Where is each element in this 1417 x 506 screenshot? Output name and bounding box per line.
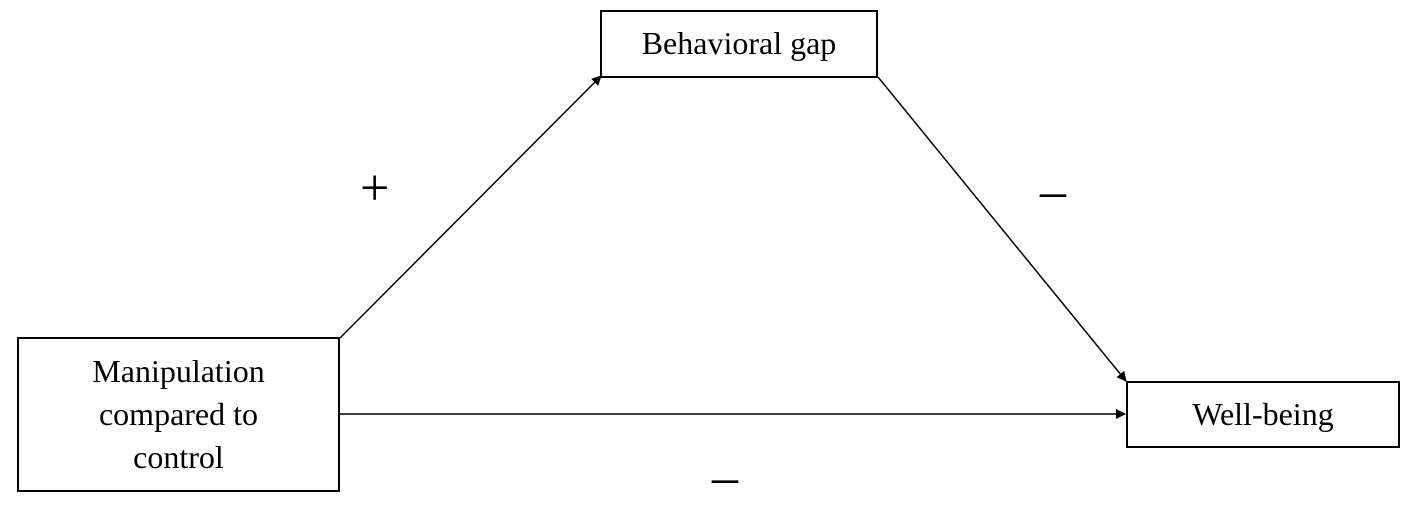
node-manipulation-label: Manipulation compared to control [92,352,265,476]
node-manipulation: Manipulation compared to control [17,337,340,492]
sign-manipulation-to-gap: + [360,160,390,217]
sign-gap-to-wellbeing: – [1040,163,1066,220]
arrow-manipulation-to-gap [339,75,602,339]
node-well-being: Well-being [1126,381,1400,448]
node-behavioral-gap-label: Behavioral gap [641,25,837,62]
sign-manipulation-to-wellbeing: – [712,449,738,506]
arrow-gap-to-wellbeing [877,76,1127,382]
node-well-being-label: Well-being [1192,395,1334,432]
node-behavioral-gap: Behavioral gap [600,10,878,78]
